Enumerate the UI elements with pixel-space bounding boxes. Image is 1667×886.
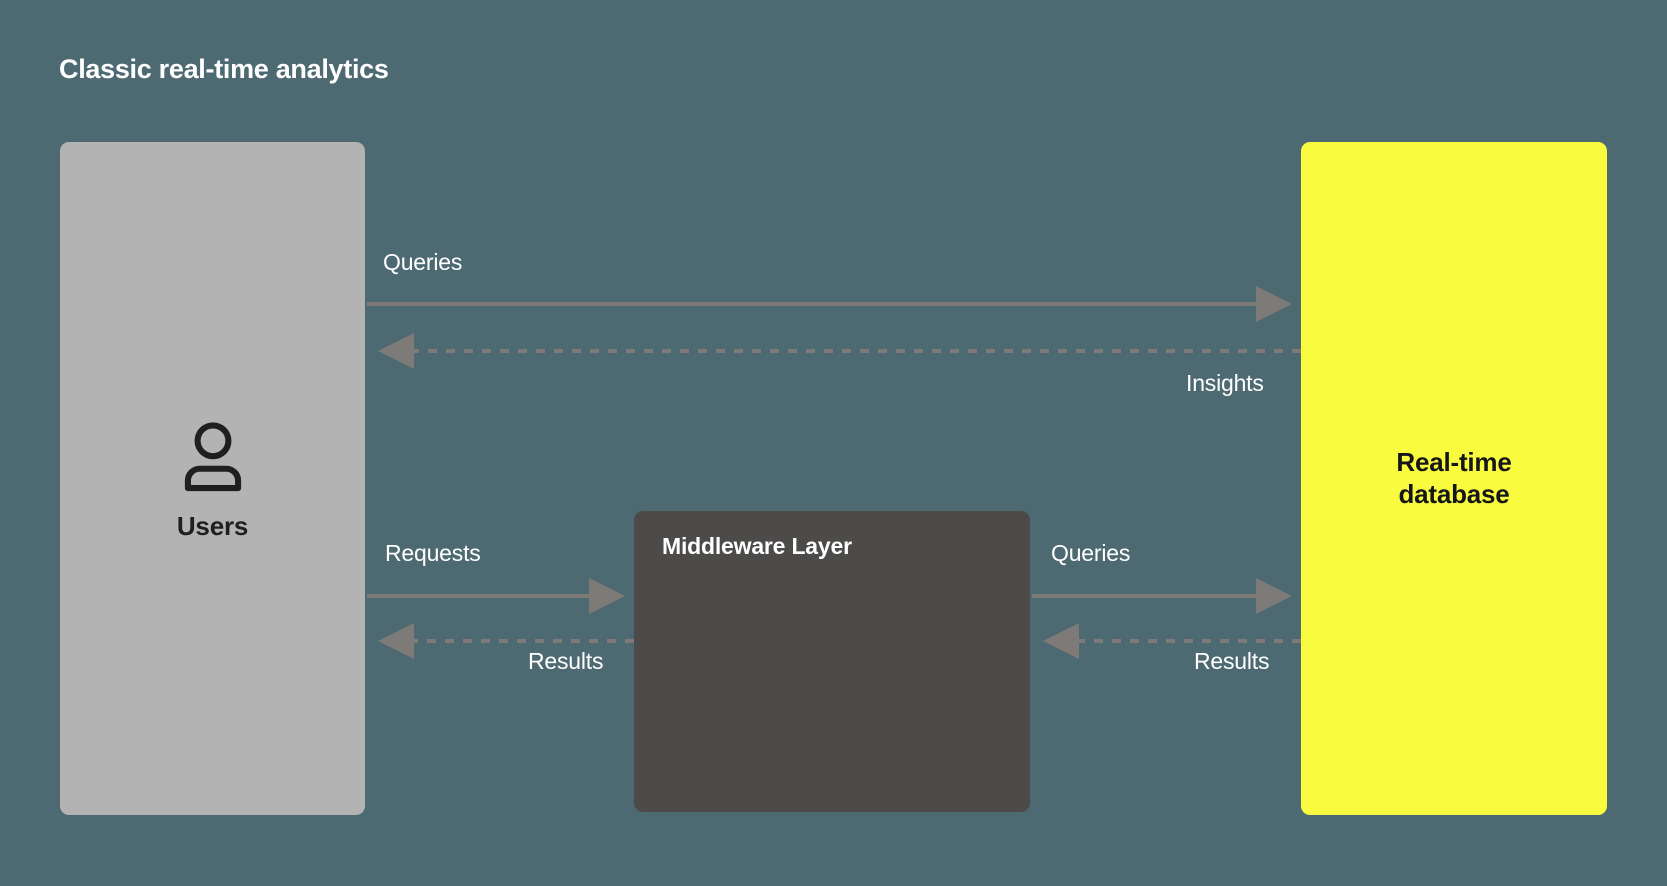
node-database-label-line1: Real-time	[1396, 447, 1512, 478]
page-title: Classic real-time analytics	[59, 54, 389, 84]
user-icon	[184, 422, 241, 492]
edge-label-queries-users-database: Queries	[383, 249, 463, 275]
edge-label-results-middleware-users: Results	[528, 648, 604, 674]
node-database[interactable]: Real-time database	[1301, 142, 1607, 815]
edge-label-insights: Insights	[1186, 370, 1264, 396]
node-database-label-line2: database	[1398, 478, 1510, 509]
node-users[interactable]: Users	[60, 142, 365, 815]
node-database-label: Real-time database	[1396, 447, 1511, 509]
node-middleware-label: Middleware Layer	[662, 533, 852, 559]
edge-label-queries-middleware-database: Queries	[1051, 540, 1131, 566]
edge-label-requests: Requests	[385, 540, 481, 566]
node-middleware[interactable]: Middleware Layer	[634, 511, 1030, 812]
node-users-label: Users	[176, 511, 249, 541]
edge-label-results-database-middleware: Results	[1194, 648, 1270, 674]
